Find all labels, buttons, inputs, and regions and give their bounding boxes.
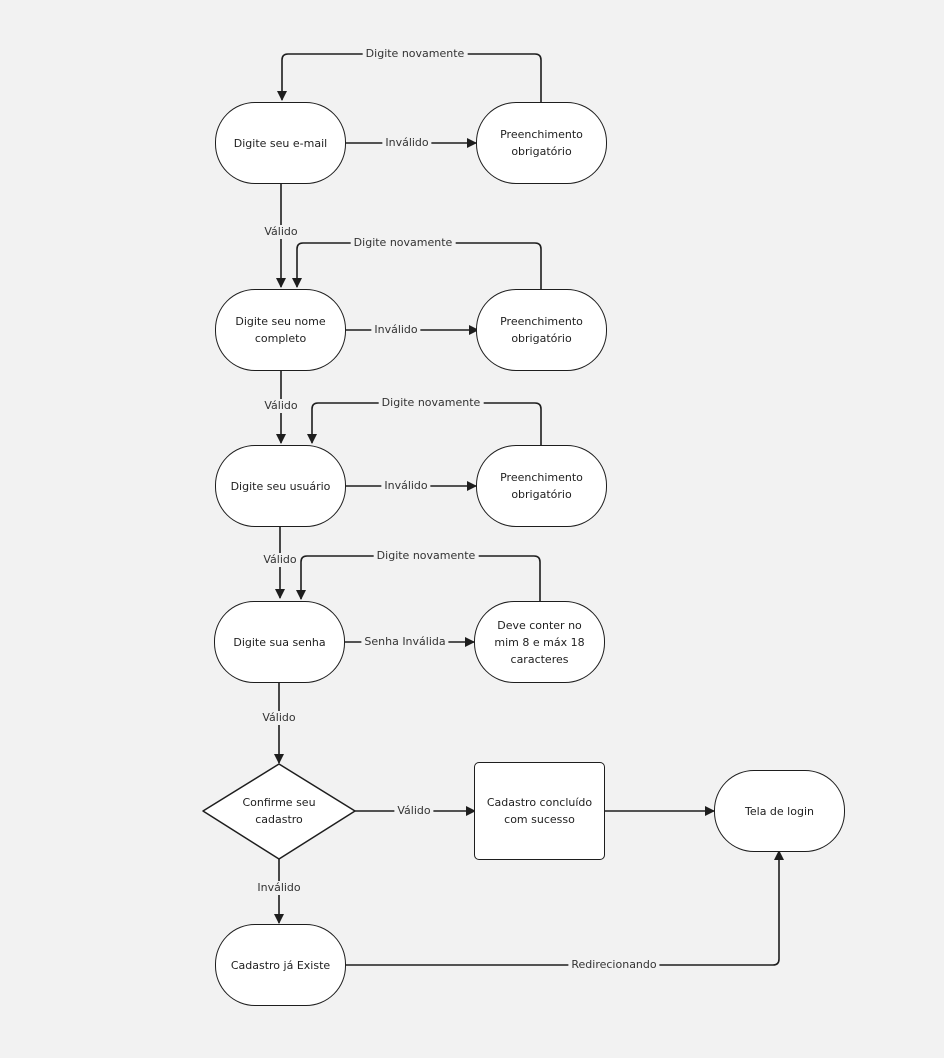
edge-name-retry — [292, 242, 542, 290]
node-email-required-label: Preenchimento obrigatório — [500, 128, 583, 158]
edge-label-name-invalid: Inválido — [371, 323, 421, 337]
node-email-label: Digite seu e-mail — [233, 136, 328, 150]
edge-label-user-valid: Válido — [260, 553, 300, 567]
node-login: Tela de login — [714, 770, 845, 852]
node-user-required: Preenchimento obrigatório — [476, 445, 607, 527]
node-confirm: Confirme seu cadastro — [219, 787, 339, 835]
edge-label-redirect: Redirecionando — [568, 958, 660, 972]
node-confirm-label: Confirme seu cadastro — [242, 796, 316, 826]
node-password-rule: Deve conter no mim 8 e máx 18 caracteres — [474, 601, 605, 683]
confirm-decision-diamond — [202, 763, 356, 860]
node-login-label: Tela de login — [745, 804, 814, 818]
node-name: Digite seu nome completo — [215, 289, 346, 371]
node-success-label: Cadastro concluído com sucesso — [486, 796, 593, 826]
edge-label-email-valid: Válido — [261, 225, 301, 239]
node-success: Cadastro concluído com sucesso — [474, 762, 605, 860]
node-user: Digite seu usuário — [215, 445, 346, 527]
edge-label-name-valid: Válido — [261, 399, 301, 413]
node-exists: Cadastro já Existe — [215, 924, 346, 1006]
node-name-required-label: Preenchimento obrigatório — [500, 315, 583, 345]
node-email-required: Preenchimento obrigatório — [476, 102, 607, 184]
edge-label-email-retry: Digite novamente — [362, 47, 468, 61]
node-user-label: Digite seu usuário — [230, 479, 331, 493]
node-exists-label: Cadastro já Existe — [230, 958, 331, 972]
edge-label-name-retry: Digite novamente — [350, 236, 456, 250]
edge-email-retry — [277, 53, 542, 103]
edge-label-email-invalid: Inválido — [382, 136, 432, 150]
edge-label-password-invalid: Senha Inválida — [361, 635, 449, 649]
node-name-label: Digite seu nome completo — [235, 315, 326, 345]
edge-label-password-valid: Válido — [259, 711, 299, 725]
edge-redirect — [346, 850, 784, 966]
edge-label-confirm-invalid: Inválido — [254, 881, 304, 895]
edge-label-user-retry: Digite novamente — [378, 396, 484, 410]
edge-label-password-retry: Digite novamente — [373, 549, 479, 563]
edge-label-user-invalid: Inválido — [381, 479, 431, 493]
node-password-label: Digite sua senha — [233, 635, 326, 649]
edge-label-confirm-valid: Válido — [394, 804, 434, 818]
node-password-rule-label: Deve conter no mim 8 e máx 18 caracteres — [494, 618, 585, 666]
node-name-required: Preenchimento obrigatório — [476, 289, 607, 371]
node-password: Digite sua senha — [214, 601, 345, 683]
node-user-required-label: Preenchimento obrigatório — [500, 471, 583, 501]
node-email: Digite seu e-mail — [215, 102, 346, 184]
